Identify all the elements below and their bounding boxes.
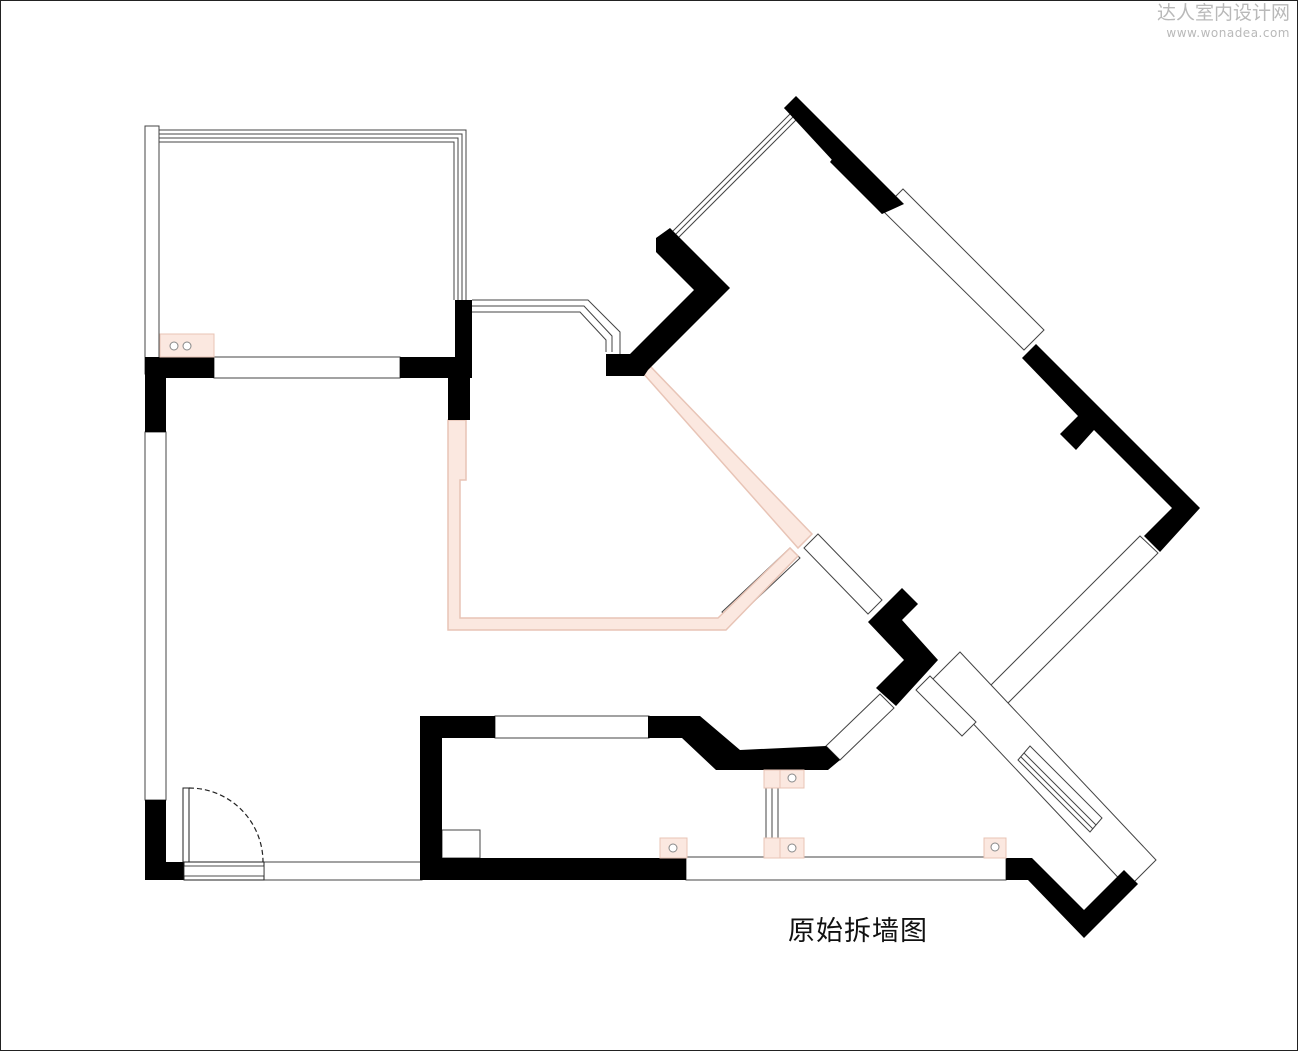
wall-center-top: [400, 300, 472, 420]
thin-walls: [144, 107, 1159, 889]
kitchen-thin-wall: [825, 693, 895, 761]
bay-window-outer: [472, 299, 621, 354]
bay-window-inner: [472, 311, 607, 352]
bottom-thin-wall: [685, 856, 1007, 881]
wall-left-corner: [145, 357, 214, 432]
watermark: 达人室内设计网 www.wonadea.com: [1156, 2, 1290, 40]
wall-left-bottom: [145, 800, 166, 880]
wall-middle-right: [868, 588, 938, 706]
door-sill-inner: [183, 865, 265, 877]
structural-walls: [145, 96, 1200, 938]
corridor-thin-wall: [803, 533, 883, 615]
circle-drain-icon: [763, 769, 805, 789]
wall-right-long: [1022, 344, 1200, 552]
wall-zigzag-top: [606, 228, 730, 376]
entry-door: [182, 787, 265, 881]
watermark-site-name: 达人室内设计网: [1156, 2, 1290, 24]
balcony-window-outer: [159, 129, 467, 300]
left-upper-thin-wall: [144, 125, 160, 375]
balcony-door-opening: [213, 356, 401, 379]
lower-corridor-window-line: [1023, 752, 1097, 826]
demolished-bedroom-wall: [447, 419, 800, 631]
diagonal-window-top-inner: [674, 110, 800, 236]
entry-bottom-thin-wall: [263, 861, 423, 881]
drawing-caption: 原始拆墙图: [788, 916, 928, 947]
two-circle-outlet-icon: [159, 333, 215, 358]
circle-drain-icon: [659, 837, 688, 859]
corridor-door-frame: [915, 675, 977, 737]
watermark-url: www.wonadea.com: [1166, 26, 1290, 40]
balcony-window-inner: [159, 141, 455, 300]
door-leaf: [182, 787, 190, 863]
balcony-window-line-3: [159, 137, 459, 300]
demolished-walls: [447, 365, 814, 631]
circle-drain-icon: [983, 837, 1007, 859]
wall-left-bottom-foot: [166, 862, 184, 880]
door-arc-icon: [188, 787, 264, 863]
wall-upper-right-segment: [784, 96, 904, 214]
demolished-diagonal-wall: [640, 365, 814, 550]
right-diagonal-thin-wall-upper: [881, 188, 1045, 351]
circle-drain-icon: [763, 837, 805, 859]
wall-kitchen-u: [420, 716, 686, 880]
wall-bottom-right: [1006, 858, 1138, 938]
kitchen-window: [494, 715, 650, 739]
balcony-window-line-2: [159, 133, 463, 300]
kitchen-cabinet: [441, 829, 481, 859]
fixtures: [159, 333, 1007, 859]
lower-corridor-window-line-2: [1020, 756, 1094, 830]
bay-window-middle: [472, 305, 613, 352]
wall-kitchen-zigzag: [648, 716, 840, 770]
left-thin-wall: [144, 431, 167, 801]
